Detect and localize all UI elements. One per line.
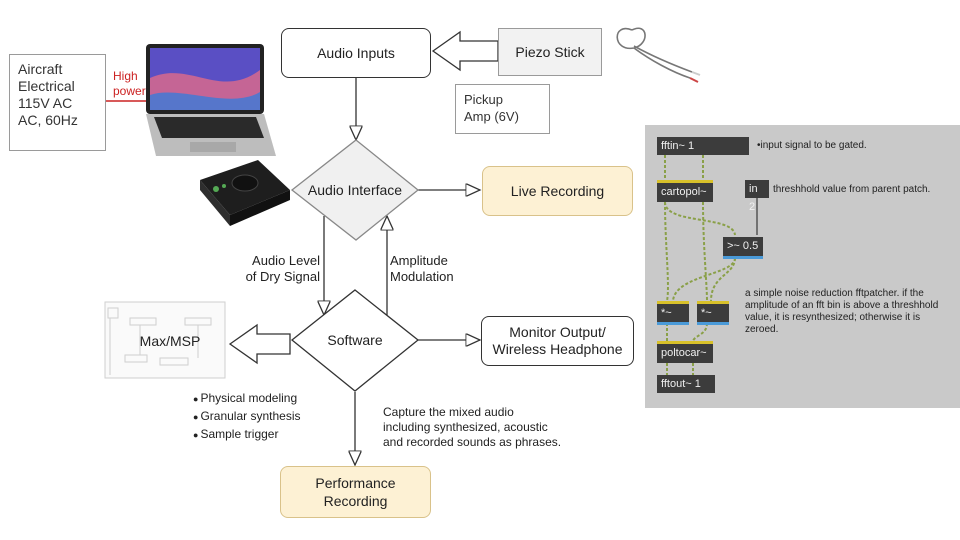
piezo-cable-icon <box>616 27 701 83</box>
monitor-output-node: Monitor Output/ Wireless Headphone <box>481 316 634 366</box>
maxmsp-label: Max/MSP <box>139 333 201 349</box>
pickup-amp-box: Pickup Amp (6V) <box>455 84 550 134</box>
audio-interface-device-icon <box>200 160 290 226</box>
power-line-3: 115V AC <box>18 95 73 111</box>
maxmsp-arrow <box>228 323 291 365</box>
power-line-2: Electrical <box>18 78 75 94</box>
audio-inputs-node: Audio Inputs <box>281 28 431 78</box>
piezo-stick-node: Piezo Stick <box>498 28 602 76</box>
software-diamond <box>290 289 420 392</box>
performance-recording-node: Performance Recording <box>280 466 431 518</box>
amplitude-modulation-label: Amplitude Modulation <box>390 253 454 284</box>
audio-interface-diamond <box>290 139 420 241</box>
feature-granular-synthesis: Granular synthesis <box>193 408 300 426</box>
piezo-arrow <box>431 30 499 72</box>
patch-fftout-object: fftout~ 1 <box>657 375 715 393</box>
patch-poltocar-object: poltocar~ <box>657 341 713 363</box>
feature-physical-modeling: Physical modeling <box>193 390 300 408</box>
feature-sample-trigger: Sample trigger <box>193 426 300 444</box>
aircraft-power-box: Aircraft Electrical 115V AC AC, 60Hz <box>9 54 106 151</box>
patch-cords <box>664 155 758 375</box>
software-label: Software <box>327 332 383 348</box>
patch-threshold-comment: threshhold value from parent patch. <box>773 184 931 195</box>
patch-multiply-object-2: *~ <box>697 301 729 325</box>
dry-signal-label: Audio Level of Dry Signal <box>245 253 320 284</box>
patch-cartopol-object: cartopol~ <box>657 180 713 202</box>
patch-compare-object: >~ 0.5 <box>723 237 763 259</box>
power-line-4: AC, 60Hz <box>18 112 78 128</box>
power-line-1: Aircraft <box>18 61 63 77</box>
maxmsp-thumbnail-icon <box>104 301 226 379</box>
patch-fftin-object: fftin~ 1 <box>657 137 749 155</box>
capture-label: Capture the mixed audio including synthe… <box>383 405 562 449</box>
patch-multiply-object-1: *~ <box>657 301 689 325</box>
high-power-label: High power <box>113 69 146 98</box>
laptop-icon <box>146 44 276 156</box>
max-patch-panel: fftin~ 1 •input signal to be gated. cart… <box>645 125 960 408</box>
live-recording-node: Live Recording <box>482 166 633 216</box>
patch-input-comment: •input signal to be gated. <box>757 140 867 151</box>
patch-description-comment: a simple noise reduction fftpatcher. if … <box>745 288 939 335</box>
software-feature-list: Physical modeling Granular synthesis Sam… <box>193 390 300 444</box>
patch-in2-object: in 2 <box>745 180 769 213</box>
audio-interface-label: Audio Interface <box>307 182 403 198</box>
